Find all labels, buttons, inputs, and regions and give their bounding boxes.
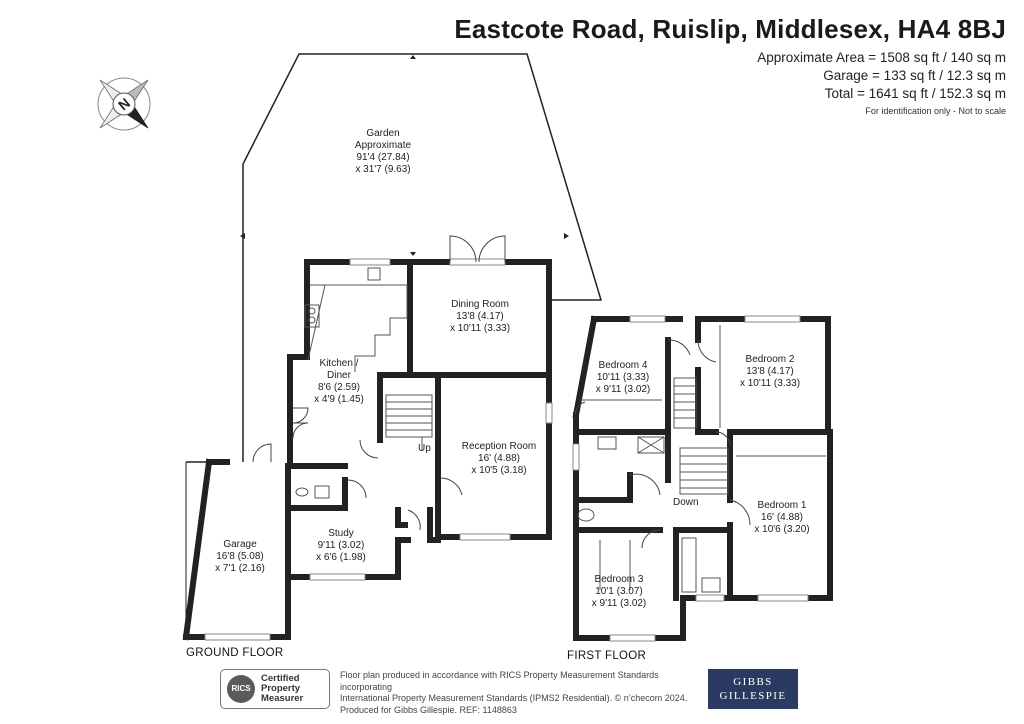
bedroom-3-line-3: x 9'11 (3.02): [592, 598, 647, 609]
garage-line-3: x 7'1 (2.16): [215, 563, 265, 574]
bedroom-4-line-1: Bedroom 4: [599, 360, 648, 371]
room-garage: Garage 16'8 (5.08) x 7'1 (2.16): [215, 539, 265, 574]
bedroom-1-line-1: Bedroom 1: [758, 500, 807, 511]
bedroom-3-line-1: Bedroom 3: [595, 574, 644, 585]
ground-floor-windows: [204, 258, 553, 641]
stairs-up-label: Up: [418, 443, 431, 454]
ground-floor-doors: [252, 235, 506, 531]
garage-area: Garage = 133 sq ft / 12.3 sq m: [823, 68, 1006, 83]
room-dining-room: Dining Room 13'8 (4.17) x 10'11 (3.33): [450, 299, 510, 334]
kitchen-line-3: 8'6 (2.59): [318, 382, 360, 393]
garden-markers: [240, 55, 569, 256]
rics-logo-icon: RICS: [227, 675, 255, 703]
footer-line-3: Produced for Gibbs Gillespie. REF: 11488…: [340, 704, 517, 715]
room-study: Study 9'11 (3.02) x 6'6 (1.98): [316, 528, 366, 563]
rics-badge: RICS Certified Property Measurer: [220, 669, 330, 709]
rics-text-line-2: Property: [261, 683, 301, 694]
garage-line-2: 16'8 (5.08): [216, 551, 264, 562]
footer-line-2: International Property Measurement Stand…: [340, 693, 688, 703]
kitchen-line-2: Diner: [327, 370, 352, 381]
bedroom-1-line-3: x 10'6 (3.20): [754, 524, 809, 535]
bedroom-2-line-1: Bedroom 2: [746, 354, 795, 365]
room-bedroom-1: Bedroom 1 16' (4.88) x 10'6 (3.20): [754, 500, 809, 535]
bedroom-3-line-2: 10'1 (3.07): [595, 586, 643, 597]
total-area: Total = 1641 sq ft / 152.3 sq m: [824, 86, 1006, 101]
stairs-down-label: Down: [673, 497, 699, 508]
first-floor-fixtures: [577, 325, 826, 593]
room-bedroom-2: Bedroom 2 13'8 (4.17) x 10'11 (3.33): [740, 354, 800, 389]
dining-room-line-2: 13'8 (4.17): [456, 311, 504, 322]
approximate-area: Approximate Area = 1508 sq ft / 140 sq m: [757, 50, 1006, 65]
reception-line-3: x 10'5 (3.18): [471, 465, 526, 476]
bedroom-4-line-3: x 9'11 (3.02): [596, 384, 651, 395]
agency-logo-line-2: GILLESPIE: [719, 690, 787, 702]
compass-icon: N: [97, 77, 151, 131]
rics-text-line-3: Measurer: [261, 693, 304, 704]
ground-floor-label: GROUND FLOOR: [186, 647, 284, 659]
ground-floor-walls: [182, 259, 552, 641]
dining-room-line-1: Dining Room: [451, 299, 509, 310]
first-floor-walls: [572, 315, 833, 641]
kitchen-line-4: x 4'9 (1.45): [314, 394, 364, 405]
study-line-1: Study: [328, 528, 354, 539]
kitchen-line-1: Kitchen /: [320, 358, 359, 369]
dining-room-line-3: x 10'11 (3.33): [450, 323, 510, 334]
page-title: Eastcote Road, Ruislip, Middlesex, HA4 8…: [454, 14, 1006, 44]
garden-line-4: x 31'7 (9.63): [355, 164, 410, 175]
reception-line-1: Reception Room: [462, 441, 536, 452]
bedroom-2-line-3: x 10'11 (3.33): [740, 378, 800, 389]
footer-text: Floor plan produced in accordance with R…: [340, 670, 700, 716]
rics-text: Certified Property Measurer: [261, 674, 327, 704]
room-bedroom-4: Bedroom 4 10'11 (3.33) x 9'11 (3.02): [596, 360, 651, 395]
ground-floor-wc: [295, 485, 330, 499]
reception-line-2: 16' (4.88): [478, 453, 520, 464]
study-line-2: 9'11 (3.02): [318, 540, 365, 551]
bedroom-4-line-2: 10'11 (3.33): [597, 372, 649, 383]
garden-line-2: Approximate: [355, 140, 412, 151]
first-floor-doors: [574, 339, 751, 549]
room-kitchen-diner: Kitchen / Diner 8'6 (2.59) x 4'9 (1.45): [314, 358, 364, 405]
kitchen-units: [304, 267, 408, 372]
room-garden: Garden Approximate 91'4 (27.84) x 31'7 (…: [355, 128, 412, 175]
bedroom-2-line-2: 13'8 (4.17): [746, 366, 794, 377]
first-floor-stairs: [673, 377, 729, 495]
first-floor-windows: [572, 315, 809, 642]
agency-logo: GIBBS GILLESPIE: [708, 669, 798, 709]
room-bedroom-3: Bedroom 3 10'1 (3.07) x 9'11 (3.02): [592, 574, 647, 609]
ground-floor-stairs: [385, 394, 433, 450]
bedroom-1-line-2: 16' (4.88): [761, 512, 803, 523]
garage-line-1: Garage: [223, 539, 257, 550]
first-floor-label: FIRST FLOOR: [567, 650, 647, 662]
scale-note: For identification only - Not to scale: [865, 106, 1006, 116]
room-reception-room: Reception Room 16' (4.88) x 10'5 (3.18): [462, 441, 536, 476]
rics-text-line-1: Certified: [261, 673, 300, 684]
study-line-3: x 6'6 (1.98): [316, 552, 366, 563]
footer-line-1: Floor plan produced in accordance with R…: [340, 670, 659, 692]
garden-line-1: Garden: [366, 128, 399, 139]
agency-logo-line-1: GIBBS: [733, 676, 773, 688]
garden-line-3: 91'4 (27.84): [356, 152, 409, 163]
